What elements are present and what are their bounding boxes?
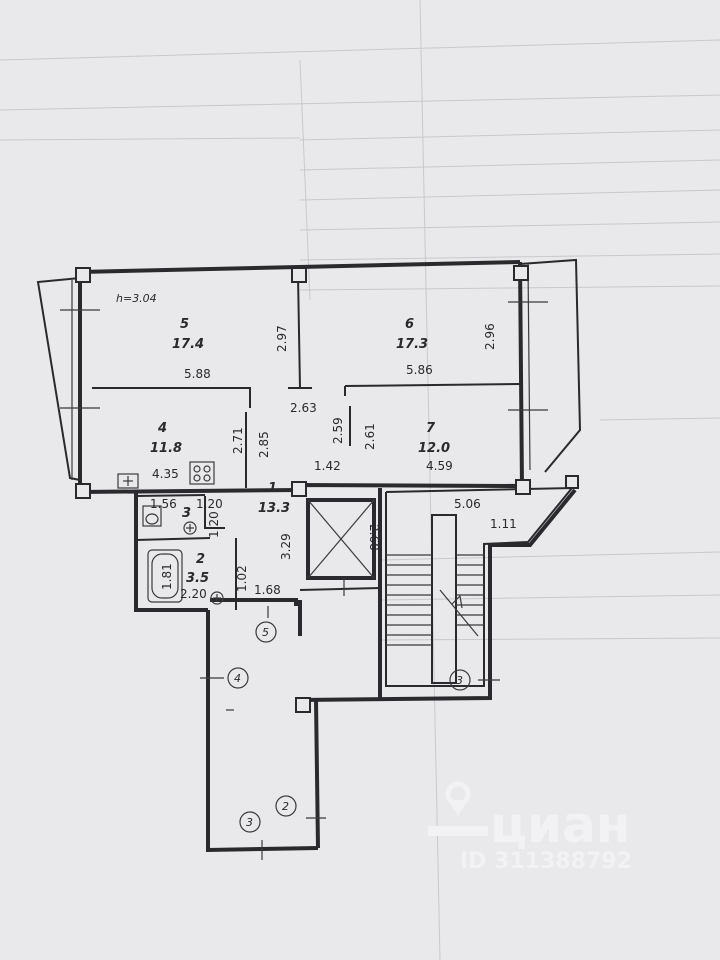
watermark-brand: циан bbox=[490, 796, 630, 854]
dim-2-68: 2.68 bbox=[367, 524, 381, 551]
interior-partitions bbox=[92, 274, 521, 610]
dim-2-85: 2.85 bbox=[257, 431, 271, 458]
dim-1-11: 1.11 bbox=[490, 517, 517, 531]
dim-1-02: 1.02 bbox=[235, 565, 249, 592]
cian-watermark: циан ID 311388792 bbox=[428, 781, 632, 874]
room-7-number: 7 bbox=[426, 421, 436, 436]
dim-2-59: 2.59 bbox=[331, 417, 345, 444]
axis-marker-2: 2 bbox=[275, 795, 297, 817]
watermark-id: ID 311388792 bbox=[460, 849, 632, 874]
axis-ticks bbox=[200, 606, 500, 860]
dim-1-81: 1.81 bbox=[160, 563, 174, 590]
dim-1-42: 1.42 bbox=[314, 459, 341, 473]
dim-1-56: 1.56 bbox=[150, 497, 177, 511]
dim-4-35: 4.35 bbox=[152, 467, 179, 481]
fixtures bbox=[117, 461, 224, 605]
staircase bbox=[385, 486, 575, 687]
dim-1-20-b: 1.20 bbox=[207, 511, 221, 538]
room-3-number: 3 bbox=[182, 506, 191, 521]
axis-marker-3-bottom: 3 bbox=[239, 811, 261, 833]
dim-4-59: 4.59 bbox=[426, 459, 453, 473]
room-4-number: 4 bbox=[157, 421, 167, 436]
outer-walls bbox=[78, 260, 577, 853]
axis-marker-3-stair: 3 bbox=[449, 669, 471, 691]
dim-5-88: 5.88 bbox=[184, 367, 211, 381]
dim-3-29: 3.29 bbox=[279, 533, 293, 560]
elevator-shaft bbox=[299, 498, 381, 596]
svg-text:3: 3 bbox=[456, 674, 463, 687]
axis-marker-4: 4 bbox=[227, 667, 249, 689]
room-1-number: 1 bbox=[268, 481, 277, 496]
dim-2-61: 2.61 bbox=[363, 423, 377, 450]
room-2-number: 2 bbox=[196, 552, 205, 567]
dim-1-20-a: 1.20 bbox=[196, 497, 223, 511]
window-bays bbox=[36, 258, 582, 481]
room-6-number: 6 bbox=[405, 317, 414, 332]
dim-5-06: 5.06 bbox=[454, 497, 481, 511]
room-4-area: 11.8 bbox=[150, 441, 182, 456]
axis-marker-5: 5 bbox=[255, 621, 277, 643]
room-5-number: 5 bbox=[180, 317, 189, 332]
dim-2-63: 2.63 bbox=[290, 401, 317, 415]
room-5-area: 17.4 bbox=[172, 337, 204, 352]
dim-2-71: 2.71 bbox=[231, 427, 245, 454]
room-6-area: 17.3 bbox=[396, 337, 428, 352]
room-1-area: 13.3 bbox=[258, 501, 290, 516]
room-2-area: 3.5 bbox=[186, 571, 209, 586]
svg-text:2: 2 bbox=[282, 800, 289, 813]
ceiling-height-label: h=3.04 bbox=[116, 292, 157, 305]
dim-5-86: 5.86 bbox=[406, 363, 433, 377]
svg-text:5: 5 bbox=[262, 626, 269, 639]
dim-2-97: 2.97 bbox=[275, 325, 289, 352]
svg-text:4: 4 bbox=[234, 672, 241, 685]
dim-2-20: 2.20 bbox=[180, 587, 207, 601]
room-7-area: 12.0 bbox=[418, 441, 450, 456]
dim-1-68: 1.68 bbox=[254, 583, 281, 597]
svg-text:3: 3 bbox=[246, 816, 253, 829]
dim-2-96: 2.96 bbox=[483, 323, 497, 350]
structural-columns bbox=[75, 265, 579, 713]
location-pin-icon bbox=[428, 781, 488, 836]
